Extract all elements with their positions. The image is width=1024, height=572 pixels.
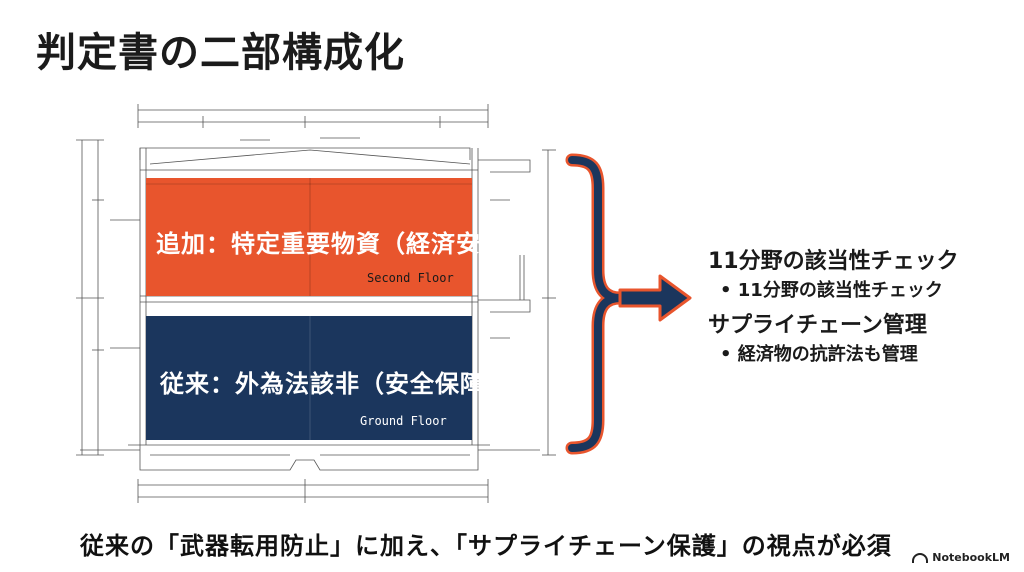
- upper-band-label: 追加：特定重要物資（経済安保）: [156, 230, 531, 258]
- right-panel: 11分野の該当性チェック 11分野の該当性チェック サプライチェーン管理 経済物…: [708, 246, 1008, 368]
- page-title: 判定書の二部構成化: [36, 30, 405, 76]
- lower-band-label: 従来：外為法該非（安全保障）: [160, 370, 510, 398]
- logo-text: NotebookLM: [932, 551, 1010, 564]
- heading-11-fields: 11分野の該当性チェック: [708, 249, 959, 274]
- notebooklm-icon: [912, 552, 929, 563]
- heading-supply-chain: サプライチェーン管理: [708, 313, 927, 338]
- bottom-caption: 従来の「武器転用防止」に加え、「サプライチェーン保護」の視点が必須: [80, 532, 892, 560]
- ground-floor-label: Ground Floor: [360, 414, 447, 428]
- second-floor-label: Second Floor: [367, 271, 454, 285]
- bullet-supply-chain: 経済物の抗許法も管理: [708, 342, 1008, 368]
- lower-band: [146, 316, 472, 440]
- notebooklm-logo: NotebookLM: [912, 551, 1010, 564]
- upper-band: [146, 178, 472, 296]
- arrow-right-icon: [618, 274, 692, 322]
- bullet-11-fields: 11分野の該当性チェック: [708, 278, 1008, 304]
